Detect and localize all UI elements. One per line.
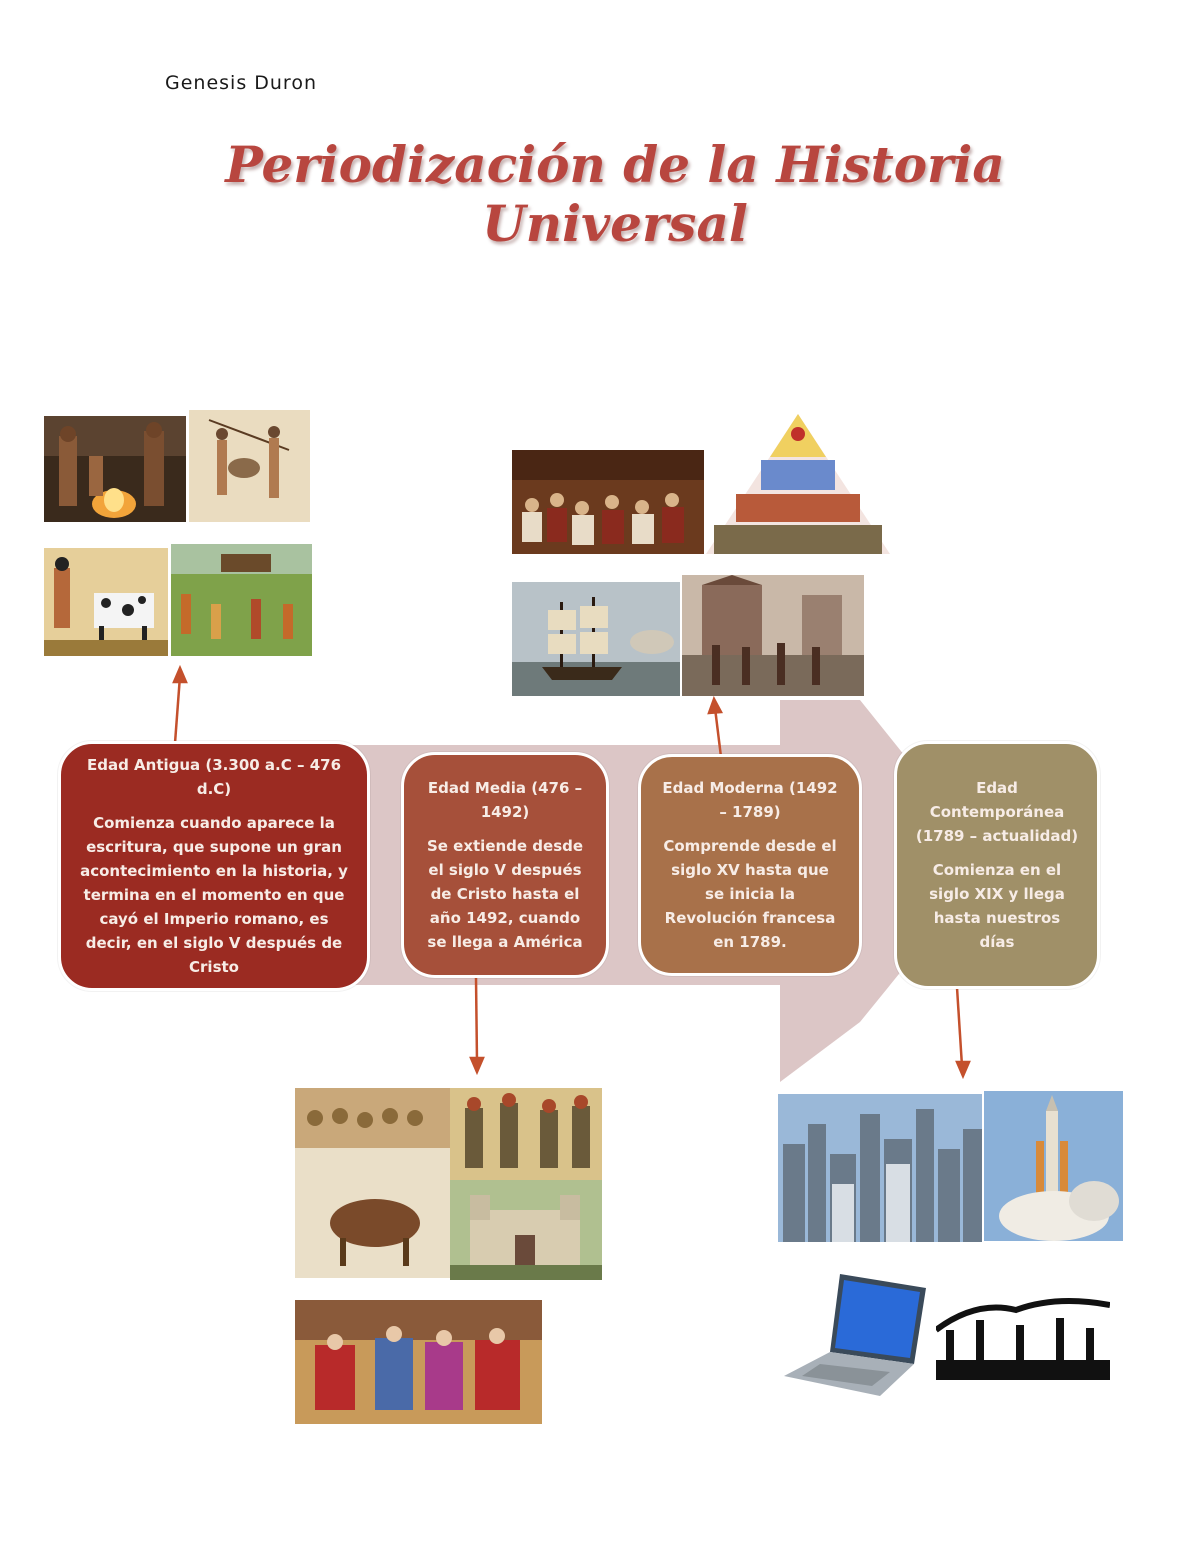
period-heading-contemporanea: Edad Contemporánea (1789 – actualidad) [915,779,1079,845]
image-media-castle [450,1180,602,1280]
author-name: Genesis Duron [165,72,317,94]
period-description-media: Se extiende desde el siglo V después de … [426,837,584,951]
image-moderna-arrival [682,575,864,696]
image-antigua-field-workers [171,544,312,656]
image-moderna-assembly [512,450,704,554]
image-antigua-campfire [44,416,186,522]
image-media-figures [450,1088,602,1180]
period-description-contemporanea: Comienza en el siglo XIX y llega hasta n… [929,861,1065,951]
period-description-antigua: Comienza cuando aparece la escritura, qu… [80,814,348,976]
period-heading-media: Edad Media (476 – 1492) [427,779,583,821]
image-contemporanea-rocket-launch [984,1091,1123,1241]
period-box-contemporanea: Edad Contemporánea (1789 – actualidad) C… [894,741,1100,989]
period-box-antigua: Edad Antigua (3.300 a.C – 476 d.C) Comie… [58,741,370,991]
page-title: Periodización de la Historia Universal [225,135,1005,253]
image-moderna-ships [512,582,680,696]
image-contemporanea-city [778,1094,982,1242]
image-moderna-social-pyramid [706,412,890,554]
arrowhead-contemporanea [955,1060,971,1080]
period-description-moderna: Comprende desde el siglo XV hasta que se… [663,837,837,951]
period-box-moderna: Edad Moderna (1492 – 1789) Comprende des… [638,754,862,976]
connector-media [474,977,479,1063]
period-box-media: Edad Media (476 – 1492) Se extiende desd… [401,752,609,978]
image-antigua-hunters [189,410,310,522]
image-media-bull-arena [295,1088,450,1278]
period-heading-moderna: Edad Moderna (1492 – 1789) [662,779,838,821]
image-media-scholars [295,1300,542,1424]
connector-antigua [173,675,182,744]
period-heading-antigua: Edad Antigua (3.300 a.C – 476 d.C) [86,756,342,798]
arrowhead-media [469,1056,485,1076]
image-antigua-farming-ox [44,548,168,656]
arrowhead-moderna [707,695,724,715]
arrowhead-antigua [172,664,188,684]
image-contemporanea-laptop [780,1268,934,1402]
image-contemporanea-factory [936,1290,1110,1386]
